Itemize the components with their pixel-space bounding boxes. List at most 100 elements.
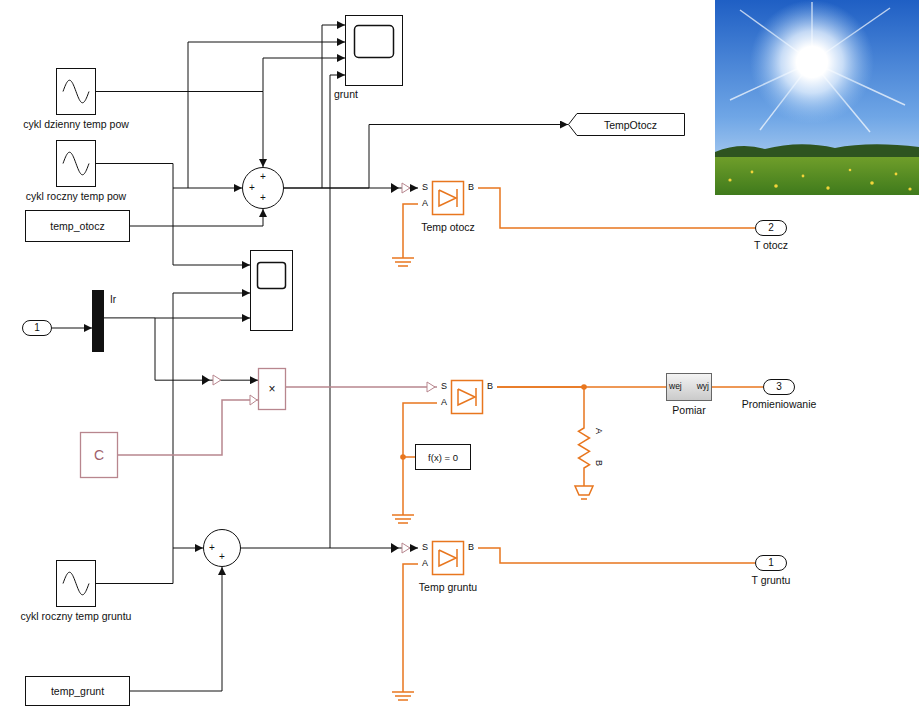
temperature-source-block: SA B <box>437 377 497 417</box>
signal-line <box>104 318 258 380</box>
ground-symbol <box>392 514 414 516</box>
scope-screen <box>258 263 286 289</box>
converter-symbol <box>213 375 221 385</box>
ground-symbol <box>395 518 411 520</box>
solver-config-block: f(x) = 0 <box>415 444 471 470</box>
junction-dot <box>400 454 406 460</box>
block-border <box>81 433 118 478</box>
port-outline <box>23 321 52 336</box>
source-icon <box>456 549 458 567</box>
temperature-source-block: SABTemp otocz <box>418 178 478 218</box>
source-body <box>433 542 464 575</box>
block-name: cykl dzienny temp pow <box>22 118 130 130</box>
port-outline <box>764 380 795 395</box>
port-label: S <box>440 381 448 391</box>
flower <box>728 178 731 181</box>
block-name: cykl roczny temp pow <box>25 190 127 202</box>
physical-signal-line <box>286 386 437 388</box>
signal-wire <box>330 75 345 548</box>
port-label: A <box>440 397 448 407</box>
thermal-wires <box>403 204 584 692</box>
temperature-source-block: SABTemp gruntu <box>418 538 478 578</box>
scope-block <box>251 251 293 331</box>
converter-symbol <box>402 183 410 193</box>
port-name: Promieniowanie <box>741 398 818 410</box>
source-body <box>433 182 464 215</box>
ground-symbol <box>395 261 411 263</box>
thermal-reference-symbol <box>575 486 593 495</box>
subsystem-block: wejwyjPomiar <box>666 373 712 401</box>
ground-symbol <box>392 691 414 693</box>
sine-source-block: cykl dzienny temp pow <box>56 68 96 115</box>
port-label: B <box>467 182 475 192</box>
signal-label: grunt <box>333 88 359 100</box>
port-label: B <box>486 381 494 391</box>
sign-label: + <box>208 542 216 554</box>
flower <box>849 169 852 172</box>
block-name: Temp otocz <box>420 221 476 233</box>
sine-wave-icon <box>63 80 89 103</box>
physical-signal-line <box>118 400 258 455</box>
block-border <box>57 561 96 607</box>
flower <box>751 171 754 174</box>
sine-wave-icon <box>63 152 89 175</box>
operator-symbol: × <box>267 382 276 396</box>
block-name: Temp gruntu <box>418 581 478 593</box>
source-icon <box>458 389 475 405</box>
source-icon <box>475 388 477 406</box>
ground-symbol <box>398 522 408 524</box>
scope-block <box>346 16 403 86</box>
thermal-wire <box>402 457 404 515</box>
port-label: wej <box>669 381 682 391</box>
port-label: S <box>421 542 429 552</box>
constant-block: temp_grunt <box>25 676 130 706</box>
block-name: Pomiar <box>671 404 706 416</box>
sun-disc <box>799 49 825 75</box>
sign-label: + <box>259 171 267 183</box>
sum-block: +++ <box>242 167 284 209</box>
block-outline <box>56 560 96 607</box>
thermal-wire <box>403 204 418 258</box>
meadow <box>715 157 919 195</box>
sun-glow <box>750 0 874 124</box>
source-icon <box>456 189 458 207</box>
block-border <box>416 445 471 470</box>
sign-label: + <box>248 182 256 194</box>
thermal-connection <box>478 188 755 228</box>
thermal-reference-symbol <box>581 498 587 500</box>
signal-wire <box>173 293 250 548</box>
block-outline <box>92 290 104 352</box>
port-label: A <box>594 427 604 435</box>
block-border <box>57 69 96 115</box>
port-label: B <box>467 542 475 552</box>
signal-wire <box>322 25 345 188</box>
scope-screen <box>355 26 394 58</box>
port-label: A <box>421 198 429 208</box>
converter-symbol <box>391 543 399 553</box>
connectors <box>52 92 763 692</box>
sum-outline <box>243 168 284 209</box>
block-name: cykl roczny temp gruntu <box>20 610 133 622</box>
flowers <box>728 169 911 191</box>
converter-symbols <box>202 183 435 553</box>
port-number: 2 <box>767 222 775 234</box>
sine-source-block: cykl roczny temp pow <box>56 140 96 187</box>
port-symbol <box>250 395 257 405</box>
inport-block: 1 <box>22 320 52 336</box>
signal-line <box>130 567 222 691</box>
flower <box>826 186 829 189</box>
scope-wires <box>155 25 345 548</box>
product-block: × <box>258 368 286 410</box>
ground-symbol <box>392 257 414 259</box>
goto-block: TempOtocz <box>568 113 685 136</box>
ground-symbol <box>395 695 411 697</box>
port-number: 1 <box>33 322 41 334</box>
block-border <box>26 211 130 242</box>
ground-symbol <box>398 265 408 267</box>
port-number: 3 <box>775 381 783 393</box>
port-label: S <box>421 182 429 192</box>
ps-constant-block: C <box>80 432 118 478</box>
